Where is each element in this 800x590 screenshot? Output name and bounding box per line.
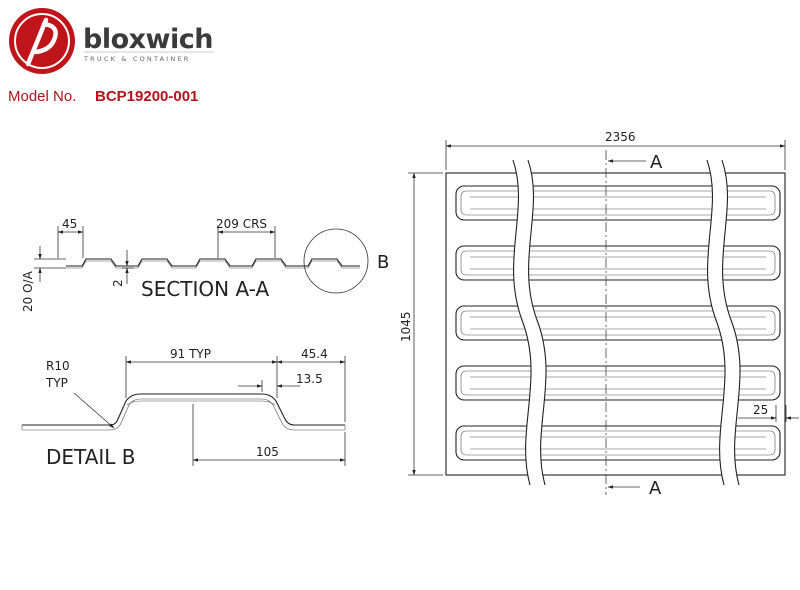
dim-offset: 13.5 <box>296 372 323 386</box>
logo-badge-icon <box>9 8 75 74</box>
rib-slot-outer <box>455 425 781 461</box>
section-view: 45 209 CRS 20 O/A 2 SECTION A-A B <box>21 217 389 312</box>
dim-thickness: 2 <box>111 279 125 287</box>
brand-name: bloxwich <box>83 24 213 55</box>
rib-slot-outer <box>455 305 781 341</box>
dim-half-pitch: 105 <box>256 445 279 459</box>
rib-slot-inner <box>460 370 776 396</box>
rib-slot-inner <box>460 310 776 336</box>
plan-view: 2356 1045 A A 25 <box>399 130 799 499</box>
dim-edge-margin: 25 <box>753 403 768 417</box>
rib-slot-outer <box>455 185 781 221</box>
brand-tagline: TRUCK & CONTAINER <box>83 55 190 63</box>
rib-slot-inner <box>460 250 776 276</box>
detail-callout-label: B <box>377 252 389 273</box>
section-marker-top: A <box>650 152 663 173</box>
brand-logo: bloxwich TRUCK & CONTAINER <box>9 8 214 74</box>
section-profile <box>66 258 360 267</box>
rib-slot-inner <box>460 430 776 456</box>
dim-top-width: 91 TYP <box>170 347 211 361</box>
rib-slot-inner <box>460 190 776 216</box>
detail-title: DETAIL B <box>46 445 136 469</box>
section-title: SECTION A-A <box>141 277 269 301</box>
rib-slot-outer <box>455 245 781 281</box>
dim-overall-width: 2356 <box>605 130 636 144</box>
model-number: Model No. BCP19200-001 <box>8 88 198 105</box>
dim-rib-width: 45 <box>62 217 77 231</box>
dim-overall-height: 20 O/A <box>21 270 35 312</box>
dim-overall-height-plan: 1045 <box>399 311 413 342</box>
dim-radius: R10 <box>46 359 70 373</box>
dim-rib-pitch: 209 CRS <box>216 217 267 231</box>
plate-outline <box>445 172 786 476</box>
detail-view: 91 TYP 45.4 13.5 105 R10 TYP DETAIL B <box>21 347 346 469</box>
section-marker-bottom: A <box>649 478 662 499</box>
model-number-value: BCP19200-001 <box>95 88 198 105</box>
rib-slot-outer <box>455 365 781 401</box>
detail-profile <box>22 393 345 426</box>
detail-callout-circle <box>303 228 369 294</box>
dim-flank-width: 45.4 <box>301 347 328 361</box>
model-label: Model No. <box>8 88 76 105</box>
break-lines <box>512 159 741 486</box>
dim-radius-note: TYP <box>45 376 68 390</box>
